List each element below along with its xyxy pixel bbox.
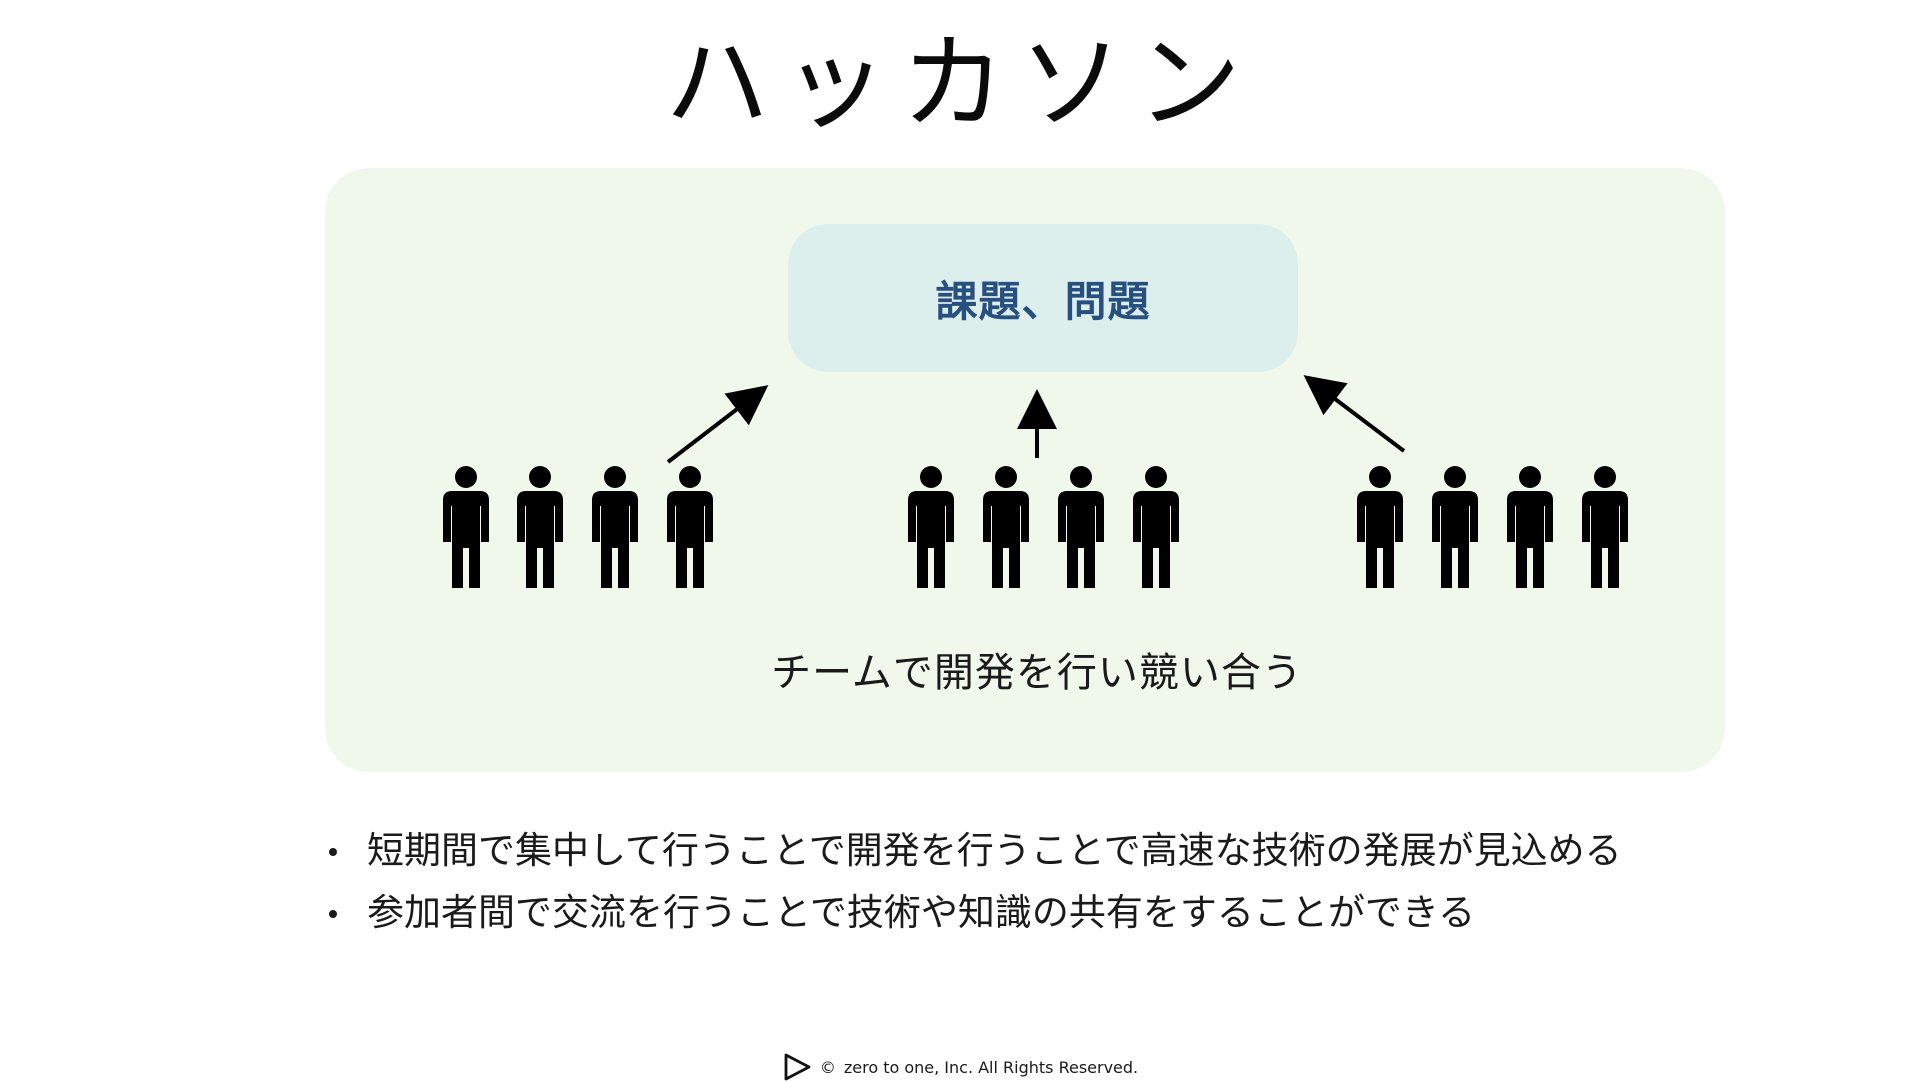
- team-left: [443, 466, 713, 588]
- bullet-item: 短期間で集中して行うことで開発を行うことで高速な技術の発展が見込める: [325, 820, 1745, 882]
- person-icon: [983, 466, 1029, 588]
- bullet-dot-icon: [329, 910, 337, 918]
- person-icon: [1133, 466, 1179, 588]
- bullet-text: 短期間で集中して行うことで開発を行うことで高速な技術の発展が見込める: [367, 829, 1622, 872]
- copyright-text: zero to one, Inc. All Rights Reserved.: [843, 1057, 1139, 1077]
- bullet-dot-icon: [329, 848, 337, 856]
- person-icon: [667, 466, 713, 588]
- person-icon: [1058, 466, 1104, 588]
- bullet-text: 参加者間で交流を行うことで技術や知識の共有をすることができる: [367, 891, 1476, 934]
- person-icon: [443, 466, 489, 588]
- issue-box: 課題、問題: [788, 224, 1298, 372]
- person-icon: [592, 466, 638, 588]
- arrow-icon: [1303, 375, 1406, 453]
- bullet-item: 参加者間で交流を行うことで技術や知識の共有をすることができる: [325, 882, 1745, 944]
- team-right: [1357, 466, 1628, 588]
- play-triangle-logo-icon: [784, 1053, 811, 1081]
- issue-label: 課題、問題: [935, 276, 1151, 326]
- person-icon: [1432, 466, 1478, 588]
- arrow-icon: [666, 385, 769, 464]
- person-icon: [1507, 466, 1553, 588]
- person-icon: [1582, 466, 1628, 588]
- copyright-symbol: ©: [819, 1057, 836, 1077]
- team-caption: チームで開発を行い競い合う: [771, 650, 1303, 696]
- bullet-list: 短期間で集中して行うことで開発を行うことで高速な技術の発展が見込める 参加者間で…: [325, 820, 1745, 944]
- person-icon: [908, 466, 954, 588]
- person-icon: [517, 466, 563, 588]
- slide-title: ハッカソン: [664, 22, 1255, 144]
- team-center: [908, 466, 1179, 588]
- footer: © zero to one, Inc. All Rights Reserved.: [0, 1052, 1920, 1082]
- person-icon: [1357, 466, 1403, 588]
